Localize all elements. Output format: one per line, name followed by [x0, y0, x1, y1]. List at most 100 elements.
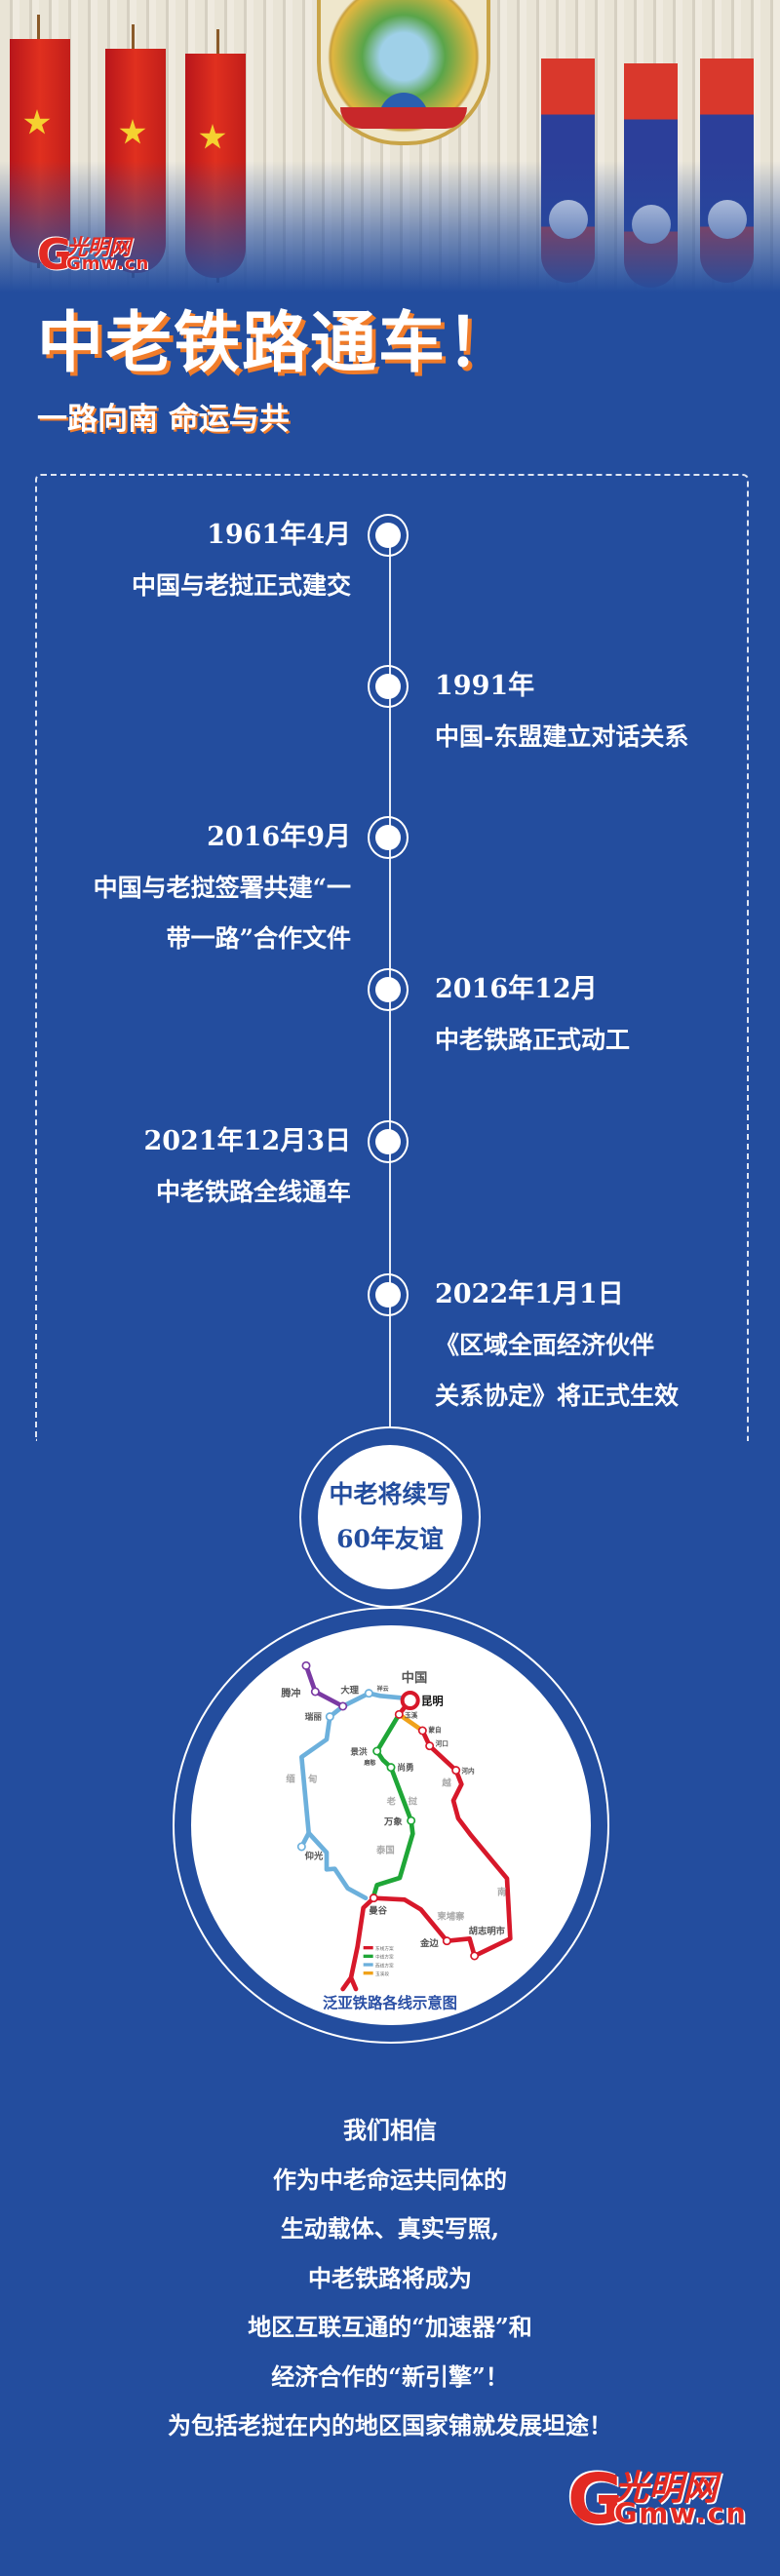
map-caption: 泛亚铁路各线示意图: [323, 1994, 457, 2011]
country-cambodia: 柬埔寨: [436, 1910, 465, 1922]
label-xiangyun: 祥云: [377, 1685, 389, 1693]
logo-text: 光明网: [614, 2470, 718, 2510]
station-ruili: [325, 1712, 334, 1722]
event-date: 2016年12月: [435, 974, 598, 1004]
station-jinghong: [372, 1746, 382, 1756]
map-ring: [173, 1607, 609, 2044]
station-dali: [338, 1701, 348, 1711]
station-yuxi: [394, 1709, 404, 1719]
label-kunming: 昆明: [421, 1694, 444, 1707]
label-ruili: 瑞丽: [305, 1710, 323, 1722]
country-myanmar: 甸: [307, 1773, 317, 1784]
label-mengzi: 蒙自: [428, 1726, 441, 1735]
timeline-node: [368, 1120, 409, 1163]
closing-line: 我们相信: [343, 2116, 437, 2144]
badge-line-2: 60年友谊: [336, 1525, 444, 1553]
label-bangkok: 曼谷: [369, 1905, 387, 1917]
page-title: 中老铁路通车！: [37, 305, 516, 382]
label-jinghong: 景洪: [350, 1745, 368, 1757]
timeline-event-2021: 2021年12月3日 中老铁路全线通车: [143, 1116, 351, 1218]
station-mengzi: [417, 1726, 427, 1736]
route-east: [340, 1728, 513, 1992]
label-hcmc: 胡志明市: [469, 1925, 506, 1936]
label-hanoi: 河内: [461, 1766, 475, 1775]
closing-line: 经济合作的“新引擎”！: [271, 2361, 509, 2391]
legend-label-yuxi: 玉溪段: [375, 1971, 389, 1977]
legend-label-east: 东线方案: [375, 1945, 394, 1952]
event-description: 中老铁路全线通车: [155, 1178, 351, 1206]
station-kunming: [400, 1691, 420, 1710]
closing-line: 地区互联互通的“加速器”和: [248, 2313, 532, 2341]
logo-text: 光明网: [66, 236, 132, 260]
timeline-event-2016-09: 2016年9月 中国与老挝签署共建“一 带一路”合作文件: [94, 812, 351, 964]
closing-line: 中老铁路将成为: [308, 2263, 472, 2292]
page-subtitle: 一路向南 命运与共: [37, 402, 290, 437]
station-vientiane: [407, 1815, 416, 1825]
station-terminus: [301, 1660, 311, 1670]
gmw-logo-top: G 光明网 Gmw.cn: [37, 234, 148, 277]
country-vietnam: 南: [497, 1886, 506, 1897]
label-mohan: 磨憨: [363, 1759, 376, 1767]
event-description: 带一路”合作文件: [166, 924, 351, 953]
timeline-event-2016-12: 2016年12月 中老铁路正式动工: [435, 964, 630, 1066]
event-date: 1961年4月: [207, 520, 351, 550]
event-description: 《区域全面经济伙伴: [435, 1331, 655, 1359]
timeline-node: [368, 816, 409, 859]
event-description: 中国-东盟建立对话关系: [435, 722, 689, 751]
legend-swatch-west: [363, 1963, 373, 1967]
timeline-node: [368, 968, 409, 1011]
timeline-node: [368, 514, 409, 557]
station-hekou: [425, 1741, 435, 1751]
pan-asia-railway-map: 中国 昆明 玉溪 蒙自 河口 河内 景洪 磨憨 尚勇 万象 曼谷 金边 胡志明市…: [280, 1660, 513, 2011]
station-yangon: [296, 1842, 306, 1852]
country-thailand: 泰国: [375, 1845, 395, 1856]
label-tengchong: 腾冲: [280, 1687, 300, 1699]
logo-domain: Gmw.cn: [614, 2498, 748, 2531]
legend-swatch-yuxi: [363, 1971, 373, 1975]
timeline-event-1991: 1991年 中国-东盟建立对话关系: [435, 661, 688, 762]
logo-g-glyph: G: [37, 230, 73, 280]
country-laos: 老: [386, 1796, 397, 1808]
event-description: 中国与老挝签署共建“一: [93, 874, 351, 902]
label-yangon: 仰光: [305, 1851, 324, 1862]
label-dali: 大理: [340, 1685, 359, 1697]
route-east-branch: [348, 1975, 359, 1992]
station-bangkok: [369, 1893, 378, 1903]
country-vietnam: 越: [441, 1777, 451, 1789]
station-tengchong: [310, 1687, 320, 1697]
country-myanmar: 缅: [286, 1773, 295, 1784]
label-yuxi: 玉溪: [405, 1711, 418, 1720]
timeline-node: [368, 665, 409, 708]
station-xiangyun: [364, 1689, 373, 1698]
timeline-node: [368, 1273, 409, 1316]
event-description: 中国与老挝正式建交: [131, 571, 351, 600]
label-phnompenh: 金边: [419, 1937, 439, 1949]
timeline-event-2022: 2022年1月1日 《区域全面经济伙伴 关系协定》将正式生效: [435, 1269, 679, 1422]
legend-label-west: 西线方案: [375, 1962, 394, 1969]
route-yuxi: [397, 1712, 425, 1734]
header-photo-flags: [0, 0, 780, 293]
map-background: [191, 1625, 591, 2025]
timeline-event-1961: 1961年4月 中国与老挝正式建交: [132, 510, 351, 611]
badge-line-1: 中老将续写: [329, 1480, 451, 1508]
label-shangyong: 尚勇: [397, 1761, 413, 1773]
closing-line: 作为中老命运共同体的: [273, 2165, 507, 2194]
timeline-dashed-frame: [35, 474, 749, 1441]
label-vientiane: 万象: [383, 1815, 403, 1827]
station-hcmc: [470, 1951, 480, 1961]
event-description: 中老铁路正式动工: [435, 1026, 631, 1054]
closing-line: 生动载体、真实写照,: [280, 2214, 500, 2243]
event-date: 2016年9月: [207, 822, 351, 852]
label-hekou: 河口: [436, 1739, 448, 1748]
friendship-badge: 中老将续写 60年友谊: [299, 1426, 481, 1608]
closing-line: 为包括老挝在内的地区国家铺就发展坦途！: [168, 2411, 612, 2439]
logo-g-glyph: G: [567, 2460, 624, 2541]
logo-domain: Gmw.cn: [66, 254, 150, 274]
legend-swatch-central: [363, 1954, 373, 1958]
closing-statement: 我们相信 作为中老命运共同体的 生动载体、真实写照, 中老铁路将成为 地区互联互…: [0, 2106, 780, 2451]
route-tengchong: [303, 1663, 345, 1709]
label-china: 中国: [402, 1669, 428, 1686]
station-hanoi: [451, 1766, 461, 1776]
legend-swatch-east: [363, 1946, 373, 1950]
map-legend: 东线方案 中线方案 西线方案 玉溪段: [363, 1945, 394, 1977]
